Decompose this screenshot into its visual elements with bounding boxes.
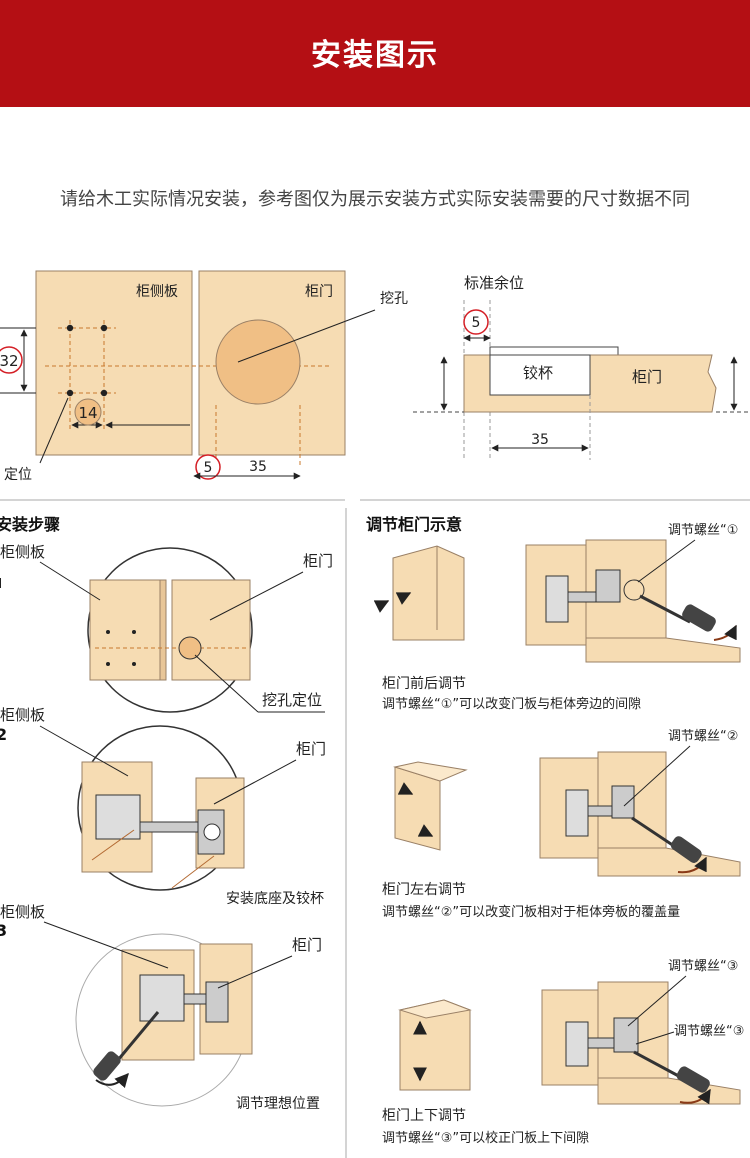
intro-text: 请给木工实际情况安装，参考图仅为展示安装方式实际安装需要的尺寸数据不同: [60, 189, 690, 210]
dim-32: 32: [0, 352, 19, 370]
screw-tag-4: 调节螺丝“③: [674, 1024, 744, 1039]
dim-5: 5: [472, 315, 481, 331]
side-section-diagram: 标准余位 5 铰杯 柜门 35: [413, 274, 750, 460]
screw-hole: [66, 324, 74, 332]
door-label: 柜门: [632, 368, 662, 386]
step3-side-label: 柜侧板: [0, 903, 45, 921]
step-1: 柜侧板 柜门 挖孔定位: [0, 543, 333, 713]
dim-14: 14: [78, 404, 97, 422]
screw-tag-2: 调节螺丝“②: [668, 729, 738, 744]
step1-side-label: 柜侧板: [0, 543, 45, 561]
cup-hole: [215, 319, 301, 405]
positioning-label: 定位: [4, 467, 32, 483]
hole-label: 挖孔: [380, 291, 408, 307]
adjust-left-right: 调节螺丝“② 柜门左右调节 调节螺丝“②”可以改变门板相对于柜体旁板的覆盖量: [382, 729, 741, 920]
adjust-title: 调节柜门示意: [366, 515, 462, 534]
screw-hole: [100, 324, 108, 332]
adjust2-desc: 调节螺丝“②”可以改变门板相对于柜体旁板的覆盖量: [382, 904, 680, 920]
hole-layout-diagram: 柜侧板 柜门 32 14 定位 挖孔 5 3: [0, 270, 408, 483]
step3-number: 3: [0, 921, 7, 940]
screw-hole: [66, 389, 74, 397]
header-banner: 安装图示: [0, 0, 750, 107]
side-panel: [35, 270, 193, 456]
adjust2-title: 柜门左右调节: [382, 882, 466, 898]
step2-number: 2: [0, 725, 7, 744]
adjust3-title: 柜门上下调节: [382, 1108, 466, 1124]
adjust-up-down: 调节螺丝“③ 调节螺丝“③ 柜门上下调节 调节螺丝“③”可以校正门板上下间隙: [382, 959, 744, 1146]
step3-caption: 调节理想位置: [236, 1096, 320, 1112]
dim-35: 35: [249, 459, 267, 475]
step3-door-label: 柜门: [292, 936, 322, 954]
step2-caption: 安装底座及铰杯: [226, 891, 324, 907]
screw-hole: [100, 389, 108, 397]
dim-35: 35: [531, 432, 549, 448]
steps-title: 安装步骤: [0, 515, 60, 534]
adjust3-desc: 调节螺丝“③”可以校正门板上下间隙: [382, 1130, 589, 1146]
step2-side-label: 柜侧板: [0, 706, 45, 724]
step1-door-label: 柜门: [303, 552, 333, 570]
page-title: 安装图示: [311, 38, 439, 73]
screw-tag-3: 调节螺丝“③: [668, 959, 738, 974]
adjust-front-back: 调节螺丝“① 柜门前后调节 调节螺丝“①”可以改变门板与柜体旁边的间隙: [373, 523, 741, 712]
screw-tag-1: 调节螺丝“①: [668, 523, 738, 538]
adjust1-title: 柜门前后调节: [382, 675, 466, 692]
adjust1-desc: 调节螺丝“①”可以改变门板与柜体旁边的间隙: [382, 696, 641, 712]
margin-label: 标准余位: [464, 274, 524, 292]
cup-label: 铰杯: [523, 364, 553, 382]
hinge-cup: [489, 354, 591, 396]
door-panel-label: 柜门: [305, 284, 333, 300]
dimension-marker: [74, 398, 102, 426]
dimension-marker: [463, 309, 489, 335]
step2-door-label: 柜门: [296, 740, 326, 758]
step-2: 柜侧板 2 柜门 安装底座及铰杯: [0, 706, 326, 907]
dim-5: 5: [204, 460, 213, 476]
side-panel-label: 柜侧板: [136, 284, 178, 300]
dimension-marker: [0, 346, 23, 374]
step1-caption: 挖孔定位: [262, 691, 322, 709]
step-3: 柜侧板 3 柜门 调节理想位置: [0, 903, 322, 1112]
